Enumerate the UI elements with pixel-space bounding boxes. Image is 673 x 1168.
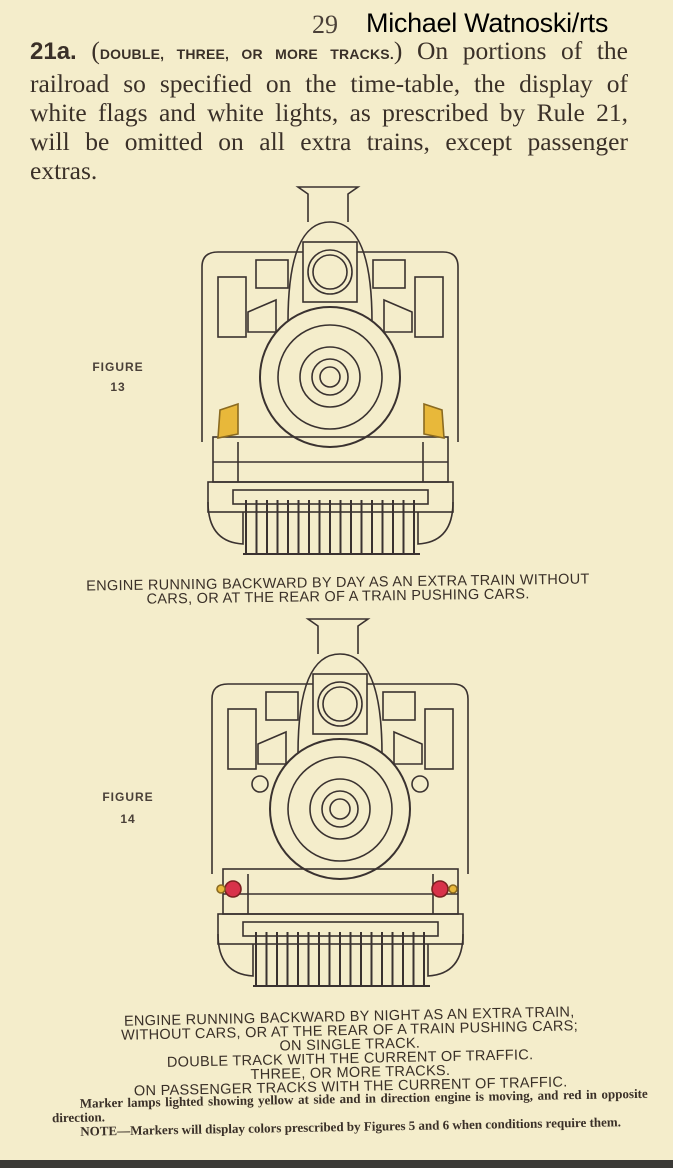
boiler-top <box>297 653 383 755</box>
paren-open: ( <box>91 36 100 65</box>
left-cab-window <box>217 276 247 338</box>
rule-heading-text: DOUBLE, THREE, OR MORE TRACKS. <box>99 46 394 62</box>
figure-word: FIGURE <box>92 360 144 374</box>
door-ring <box>299 346 361 408</box>
left-marker-flag <box>217 402 239 439</box>
right-step <box>417 501 454 545</box>
headlight-case <box>302 241 358 303</box>
smokebox-front <box>269 738 411 880</box>
smokestack <box>305 618 371 654</box>
left-upper-lamp <box>251 775 269 793</box>
figure-14-caption: ENGINE RUNNING BACKWARD BY NIGHT AS AN E… <box>49 1004 651 1101</box>
credit-watermark: Michael Watnoski/rts <box>366 8 609 38</box>
figure-number: 13 <box>110 380 126 394</box>
figure-13-locomotive-illustration <box>201 186 459 555</box>
door-ring <box>309 778 371 840</box>
headlight <box>307 249 353 295</box>
right-marker-flag <box>423 402 445 439</box>
right-marker-lamp-yellow <box>448 884 458 894</box>
right-marker-lamp-red <box>431 880 449 898</box>
smokebox-door <box>287 756 393 862</box>
right-flag-holder <box>383 298 413 333</box>
boiler-top <box>287 221 373 323</box>
figure-13-caption: ENGINE RUNNING BACKWARD BY DAY AS AN EXT… <box>38 571 638 608</box>
smokestack <box>295 186 361 222</box>
right-panel <box>382 691 416 721</box>
rule-number: 21a. <box>30 38 77 65</box>
headlight-lens <box>322 686 358 722</box>
right-step <box>427 933 464 977</box>
left-marker-lamp-red <box>224 880 242 898</box>
rule-text: On portions of the railroad so specified… <box>30 36 628 185</box>
left-step <box>217 933 254 977</box>
left-panel <box>255 259 289 289</box>
figure-14-locomotive-illustration <box>211 618 469 987</box>
left-flag-holder <box>247 298 277 333</box>
figure-14-label: FIGURE 14 <box>92 790 164 826</box>
left-step <box>207 501 244 545</box>
headlight-case <box>312 673 368 735</box>
rule-21a-paragraph: 21a. (DOUBLE, THREE, OR MORE TRACKS.) On… <box>30 36 628 185</box>
paren-close: ) <box>393 36 403 65</box>
smokebox-front <box>259 306 401 448</box>
right-upper-lamp <box>411 775 429 793</box>
right-panel <box>372 259 406 289</box>
rule-heading: (DOUBLE, THREE, OR MORE TRACKS.) <box>91 36 402 65</box>
right-cab-window <box>414 276 444 338</box>
smokebox-door <box>277 324 383 430</box>
figure-word: FIGURE <box>102 790 154 804</box>
headlight-lens <box>312 254 348 290</box>
figure-13-label: FIGURE 13 <box>82 360 154 394</box>
figure-number: 14 <box>120 812 136 826</box>
left-flag-holder <box>257 730 287 765</box>
door-center <box>329 798 351 820</box>
page-number: 29 <box>312 10 338 39</box>
left-panel <box>265 691 299 721</box>
page-bottom-edge <box>0 1160 673 1168</box>
left-marker-lamp-yellow <box>216 884 226 894</box>
door-hub <box>321 790 359 828</box>
right-cab-window <box>424 708 454 770</box>
left-cab-window <box>227 708 257 770</box>
figure-14-notes: Marker lamps lighted showing yellow at s… <box>52 1086 649 1139</box>
door-center <box>319 366 341 388</box>
right-flag-holder <box>393 730 423 765</box>
door-hub <box>311 358 349 396</box>
headlight <box>317 681 363 727</box>
